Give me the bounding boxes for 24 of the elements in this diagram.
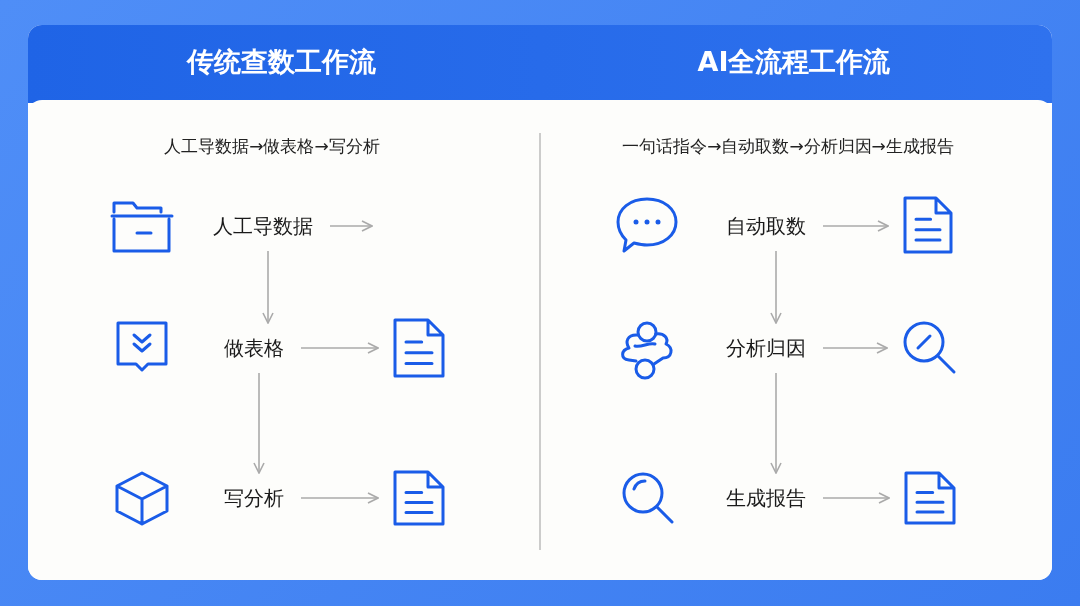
step-label: 生成报告 [721, 483, 811, 513]
step-label: 做表格 [219, 333, 289, 363]
arrow [253, 372, 265, 474]
step-label: 写分析 [219, 483, 289, 513]
step-label: 人工导数据 [208, 211, 318, 241]
arrow [822, 342, 888, 354]
document-icon [902, 196, 954, 254]
arrow [822, 220, 889, 232]
arrow [300, 492, 379, 504]
arrow [300, 342, 379, 354]
flow-summary: 一句话指令→自动取数→分析归因→生成报告 [622, 135, 954, 158]
column-heading: 传统查数工作流 [186, 45, 376, 79]
arrow [770, 250, 782, 324]
step-label: 自动取数 [721, 211, 811, 241]
document-icon [392, 318, 446, 378]
document-icon [392, 470, 446, 526]
column-heading: AI全流程工作流 [697, 45, 891, 79]
arrow [329, 220, 373, 232]
arrow [770, 372, 782, 474]
arrow [262, 250, 274, 324]
document-icon [903, 471, 957, 525]
step-label: 分析归因 [721, 333, 811, 363]
arrow [822, 492, 890, 504]
flow-summary: 人工导数据→做表格→写分析 [164, 135, 380, 158]
